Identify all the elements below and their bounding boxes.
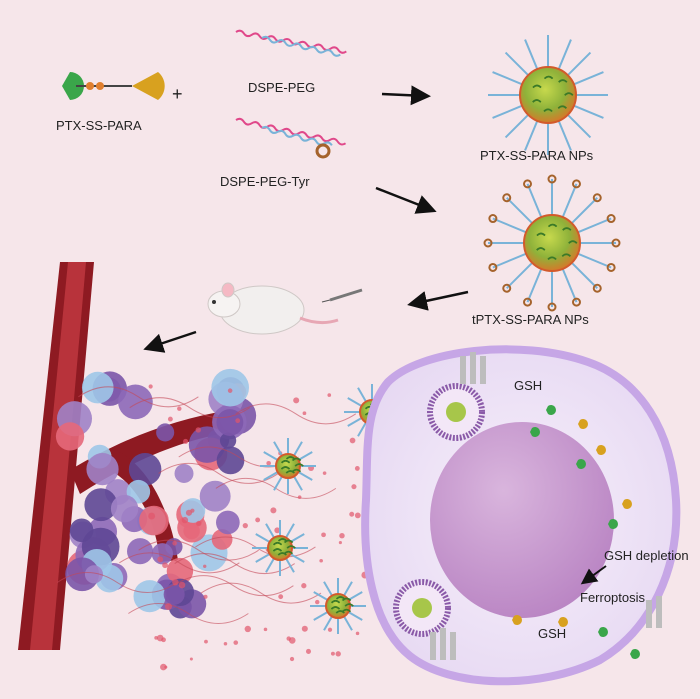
- label-np2: tPTX-SS-PARA NPs: [472, 312, 589, 327]
- label-ferroptosis: Ferroptosis: [580, 590, 645, 605]
- arrow-icon: [376, 188, 432, 210]
- mouse-icon: [208, 283, 338, 334]
- arrow-icon: [412, 292, 468, 304]
- label-lipid1: DSPE-PEG: [248, 80, 315, 95]
- lipid-chain-icon: [236, 30, 347, 57]
- label-lipid2: DSPE-PEG-Tyr: [220, 174, 310, 189]
- targeted-nanoparticle-icon: [485, 176, 620, 311]
- label-gsh-depletion: GSH depletion: [604, 548, 689, 563]
- label-plus: +: [172, 84, 183, 105]
- label-gsh-top: GSH: [514, 378, 542, 393]
- lipid-chain-tyr-icon: [236, 118, 346, 157]
- arrow-icon: [382, 94, 426, 96]
- tumor-tissue: [56, 369, 356, 624]
- label-drug: PTX-SS-PARA: [56, 118, 142, 133]
- drug-molecule-icon: [62, 72, 165, 100]
- arrow-icon: [148, 332, 196, 348]
- endosome-bottom: [396, 582, 448, 634]
- nanoparticle-icon: [488, 35, 608, 155]
- syringe-icon: [322, 290, 362, 302]
- label-gsh-bottom: GSH: [538, 626, 566, 641]
- endosome-top: [430, 386, 482, 438]
- label-np1: PTX-SS-PARA NPs: [480, 148, 593, 163]
